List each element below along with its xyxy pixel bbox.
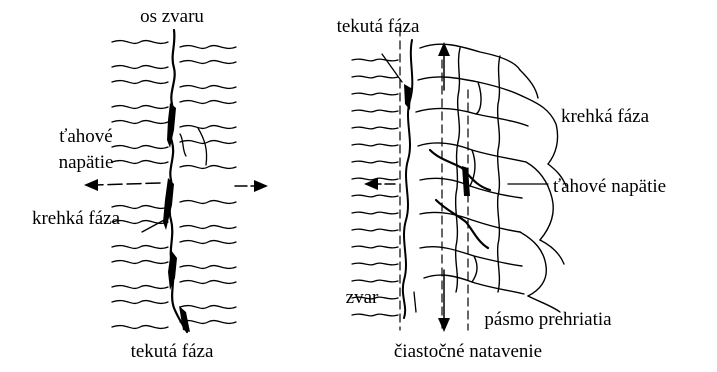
right-grain-line	[180, 141, 236, 144]
right-grain-line	[180, 101, 236, 104]
weld-column-line	[352, 59, 398, 61]
tensile-stress-arrow-right	[235, 180, 268, 192]
right-grain-line	[180, 281, 236, 284]
label-liquid-phase: tekutá fáza	[131, 341, 214, 362]
weld-column-line	[352, 314, 398, 316]
left-grain-line	[112, 206, 168, 209]
liquid-phase-crack	[179, 306, 190, 332]
label-partial-melting: čiastočné natavenie	[394, 341, 542, 362]
fusion-boundary	[403, 40, 412, 318]
brittle-phase-crack-3	[168, 250, 177, 290]
weld-column-line	[352, 127, 398, 129]
grain-cells	[416, 44, 566, 312]
label-tensile-stress-line1: ťahové	[59, 126, 112, 147]
weld-column-line	[352, 144, 398, 146]
crack-network	[430, 150, 490, 190]
label-brittle-phase: krehká fáza	[32, 208, 121, 229]
up-arrow	[438, 42, 450, 90]
right-weld-diagram: tekutá fáza krehká fáza ťahové napätie z…	[337, 16, 667, 362]
weld-column-line	[352, 76, 398, 78]
weld-column-line	[352, 246, 398, 248]
left-grain-line	[112, 121, 168, 124]
right-grain-line	[180, 86, 236, 89]
left-grain-line	[112, 261, 168, 264]
weld-column-line	[352, 161, 398, 163]
right-grain-line	[180, 61, 236, 64]
brittle-phase-crack	[167, 103, 176, 148]
left-grain-line	[112, 326, 168, 329]
label-overheated-zone: pásmo prehriatia	[484, 309, 612, 330]
left-grain-line	[112, 106, 168, 109]
down-arrow	[438, 270, 450, 332]
partial-melt-crack	[404, 84, 411, 110]
left-grain-line	[112, 41, 168, 44]
left-grain-line	[112, 161, 168, 164]
tensile-stress-arrow-left	[84, 179, 160, 191]
crack-network-2	[436, 200, 488, 248]
weld-pointer	[414, 292, 416, 312]
right-grain-line	[180, 166, 236, 169]
weld-axis-crack	[170, 30, 187, 332]
side-crack	[198, 128, 207, 165]
left-grain-line	[112, 146, 168, 149]
right-grain-line	[180, 201, 236, 204]
label-brittle-phase-right: krehká fáza	[561, 106, 650, 127]
right-grain-line	[180, 126, 236, 129]
right-grain-line	[180, 321, 236, 324]
right-grain-line	[180, 306, 236, 309]
label-weld: zvar	[346, 287, 379, 308]
crack-network-3	[462, 166, 470, 196]
label-tensile-stress-line2: napätie	[59, 152, 114, 173]
weld-column-line	[352, 212, 398, 214]
weld-column-line	[352, 263, 398, 265]
left-grain-line	[112, 246, 168, 249]
weld-column-line	[352, 110, 398, 112]
label-tensile-stress-right: ťahové napätie	[553, 176, 666, 197]
label-weld-axis: os zvaru	[140, 6, 204, 27]
left-grain-line	[112, 301, 168, 304]
left-grain-line	[112, 286, 168, 289]
right-grain-line	[180, 241, 236, 244]
weld-column-line	[352, 93, 398, 95]
right-grain-line	[180, 226, 236, 229]
left-weld-diagram: os zvaru ťahové napätie krehká fáza teku…	[32, 6, 268, 362]
right-grain-line	[180, 46, 236, 49]
weld-column-line	[352, 195, 398, 197]
left-grain-line	[112, 66, 168, 69]
weld-column-line	[352, 229, 398, 231]
side-crack-2	[180, 134, 186, 156]
left-grain-line	[112, 81, 168, 84]
label-liquid-phase-right: tekutá fáza	[337, 16, 420, 37]
weld-column-line	[352, 280, 398, 282]
right-grain-line	[180, 266, 236, 269]
